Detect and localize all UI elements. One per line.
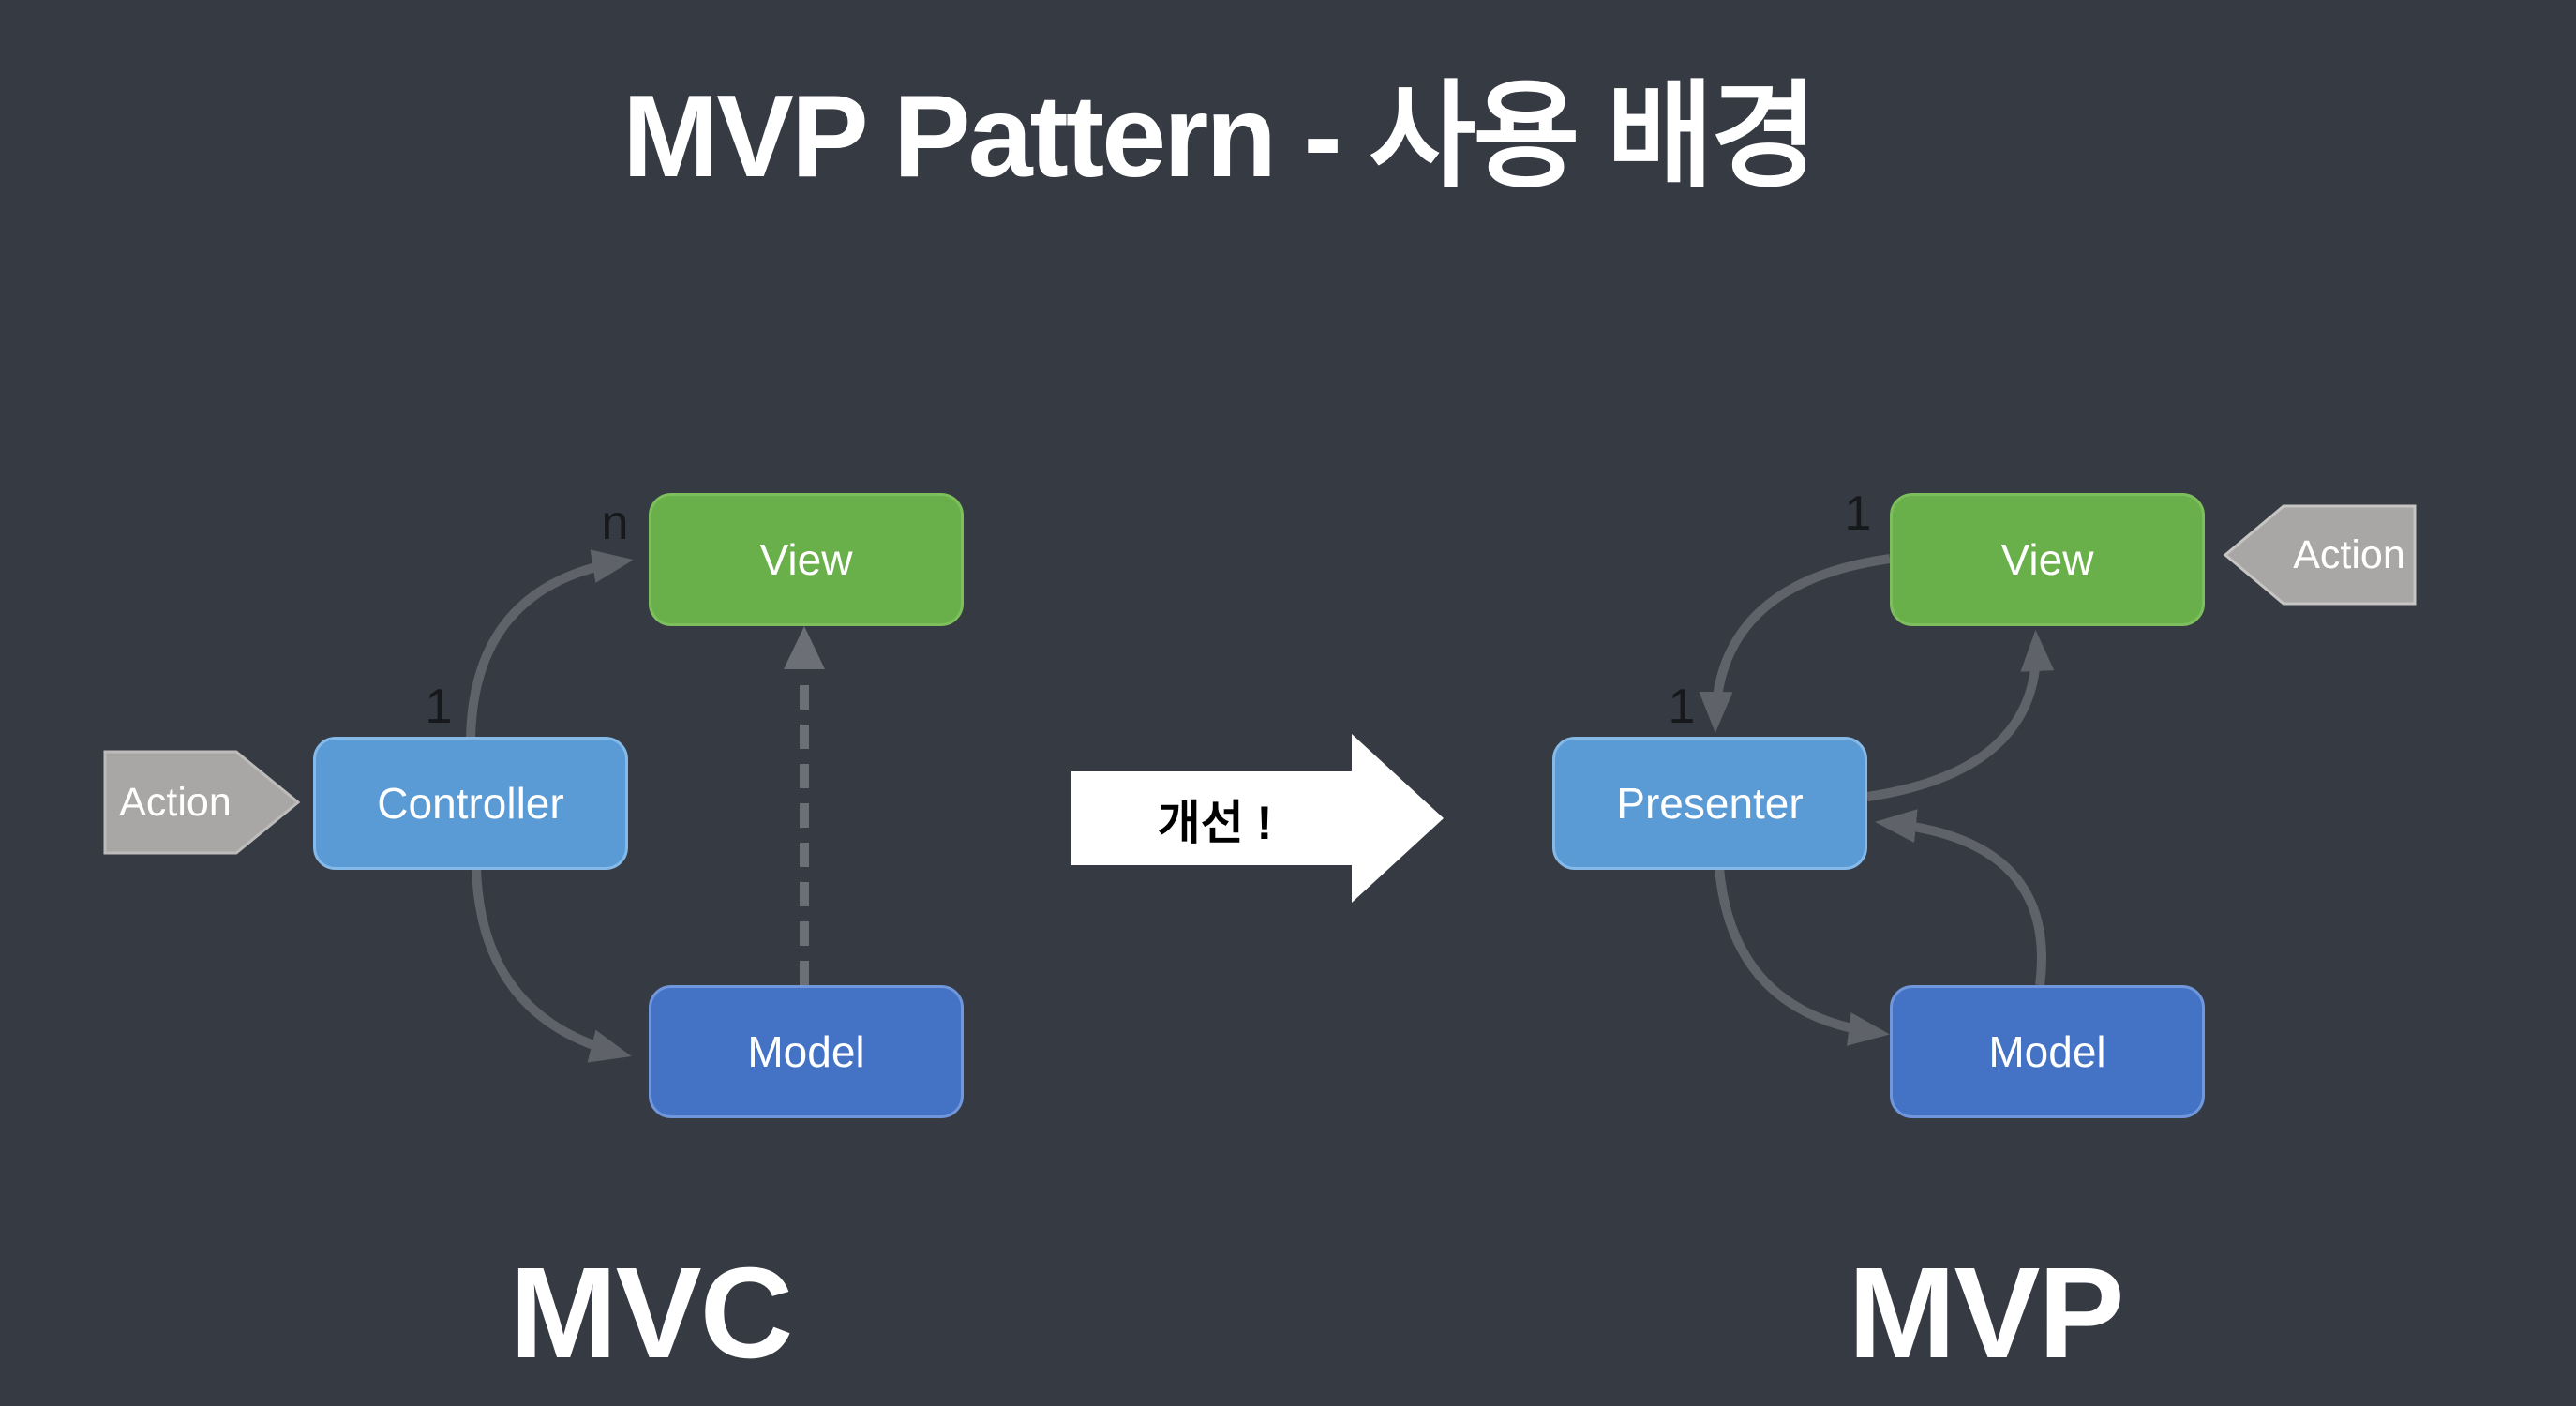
mvc-model-box: Model	[649, 985, 964, 1118]
mvp-model-box: Model	[1890, 985, 2205, 1118]
mvp-caption: MVP	[1848, 1241, 2124, 1385]
mvc-controller-multiplicity: 1	[425, 680, 453, 734]
mvc-caption: MVC	[509, 1241, 794, 1385]
mvp-model-label: Model	[1988, 1027, 2106, 1076]
mvc-view-box: View	[649, 493, 964, 626]
mvp-action-label: Action	[2293, 531, 2405, 577]
mvc-view-label: View	[759, 535, 853, 584]
mvp-view-multiplicity: 1	[1844, 486, 1872, 541]
mvp-view-box: View	[1890, 493, 2205, 626]
transition-arrow-icon	[1071, 734, 1444, 903]
arrow-model-to-view-dashed-head-icon	[784, 626, 825, 669]
arrow-model-to-presenter-icon	[1875, 809, 2046, 986]
mvp-view-label: View	[2000, 535, 2094, 584]
mvc-view-multiplicity: n	[601, 496, 629, 550]
transition-label: 개선 !	[1157, 797, 1273, 849]
arrow-presenter-to-view-icon	[1866, 630, 2055, 801]
arrow-presenter-to-model-icon	[1715, 867, 1890, 1046]
mvc-controller-box: Controller	[313, 737, 628, 870]
mvc-controller-label: Controller	[377, 779, 564, 828]
arrow-controller-to-view-icon	[466, 549, 634, 740]
page-title: MVP Pattern - 사용 배경	[622, 72, 1818, 202]
mvp-presenter-box: Presenter	[1552, 737, 1867, 870]
action-pentagon-left-icon	[103, 750, 301, 855]
arrow-view-to-presenter-icon	[1699, 554, 1891, 733]
mvc-action-label: Action	[119, 779, 232, 825]
mvp-presenter-multiplicity: 1	[1668, 680, 1696, 734]
mvc-model-label: Model	[747, 1027, 865, 1076]
action-pentagon-right-icon	[2223, 504, 2417, 606]
mvp-presenter-label: Presenter	[1616, 779, 1804, 828]
arrow-controller-to-model-icon	[472, 867, 632, 1063]
